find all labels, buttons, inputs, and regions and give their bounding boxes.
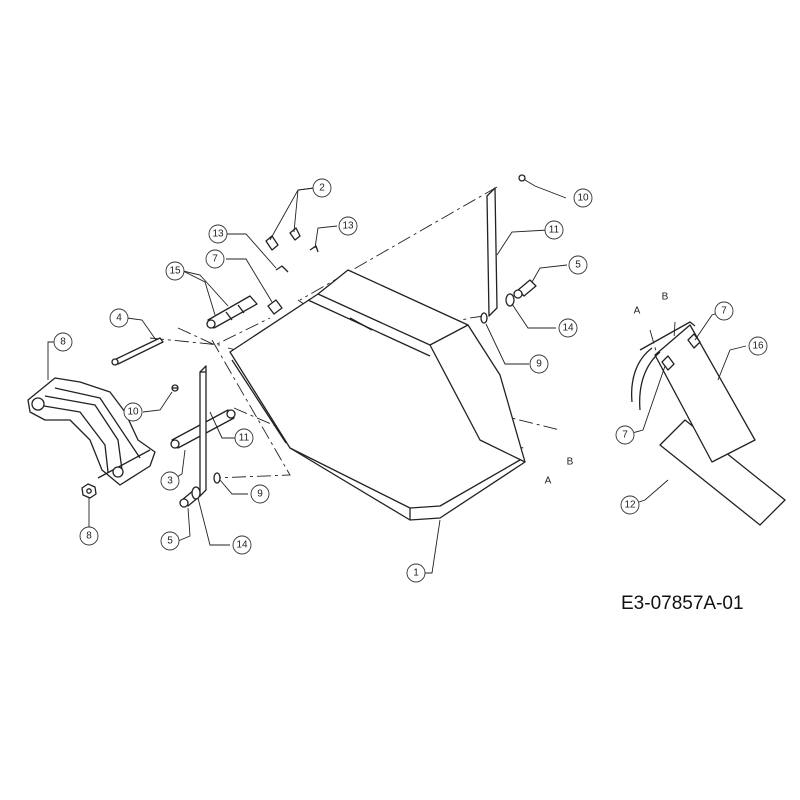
callout-1: 1 bbox=[406, 563, 426, 583]
callout-circle bbox=[568, 255, 588, 275]
callout-number: 3 bbox=[167, 476, 173, 487]
callout-11: 11 bbox=[234, 428, 254, 448]
callout-2: 2 bbox=[312, 178, 332, 198]
section-letter-b: B bbox=[662, 292, 669, 303]
callout-circle bbox=[714, 301, 734, 321]
chute-body bbox=[229, 269, 526, 521]
callout-number: 15 bbox=[169, 266, 181, 277]
callout-circle bbox=[748, 336, 768, 356]
callout-circle bbox=[558, 318, 578, 338]
callout-number: 8 bbox=[60, 337, 66, 348]
callout-8: 8 bbox=[79, 526, 99, 546]
callout-5: 5 bbox=[568, 255, 588, 275]
callout-7: 7 bbox=[714, 301, 734, 321]
callout-14: 14 bbox=[232, 535, 252, 555]
callout-circle bbox=[165, 261, 185, 281]
callout-circle bbox=[338, 216, 358, 236]
callout-circle bbox=[205, 249, 225, 269]
callout-number: 7 bbox=[721, 306, 727, 317]
callout-15: 15 bbox=[165, 261, 185, 281]
hardware bbox=[81, 174, 537, 508]
callout-number: 1 bbox=[413, 568, 419, 579]
callout-number: 7 bbox=[622, 430, 628, 441]
callout-14: 14 bbox=[558, 318, 578, 338]
callout-circle bbox=[615, 425, 635, 445]
callout-number: 11 bbox=[239, 433, 250, 444]
callout-number: 2 bbox=[319, 183, 325, 194]
callout-16: 16 bbox=[748, 336, 768, 356]
callout-4: 4 bbox=[109, 308, 129, 328]
callout-number: 9 bbox=[536, 359, 542, 370]
callout-7: 7 bbox=[205, 249, 225, 269]
section-letter-a: A bbox=[634, 306, 641, 317]
callout-circle bbox=[123, 402, 143, 422]
callout-5: 5 bbox=[160, 531, 180, 551]
callout-10: 10 bbox=[573, 188, 593, 208]
callout-number: 7 bbox=[212, 254, 218, 265]
callout-circle bbox=[160, 531, 180, 551]
callout-number: 8 bbox=[86, 531, 92, 542]
callout-circle bbox=[529, 354, 549, 374]
callout-circle bbox=[109, 308, 129, 328]
callout-13: 13 bbox=[338, 216, 358, 236]
callout-number: 4 bbox=[116, 313, 122, 324]
callout-13: 13 bbox=[208, 224, 228, 244]
callout-number: 10 bbox=[577, 193, 589, 204]
callout-number: 14 bbox=[562, 323, 574, 334]
callout-number: 5 bbox=[167, 536, 173, 547]
section-letter-a: A bbox=[545, 476, 552, 487]
section-letters: A B A B bbox=[545, 292, 669, 487]
callout-circle bbox=[53, 332, 73, 352]
callout-number: 12 bbox=[624, 500, 636, 511]
handle bbox=[27, 377, 156, 486]
callout-circle bbox=[160, 471, 180, 491]
callout-circle bbox=[544, 220, 564, 240]
callout-8: 8 bbox=[53, 332, 73, 352]
callout-number: 13 bbox=[212, 229, 224, 240]
callout-3: 3 bbox=[160, 471, 180, 491]
callout-circle bbox=[232, 535, 252, 555]
callout-number: 16 bbox=[752, 341, 764, 352]
callout-circle bbox=[79, 526, 99, 546]
callout-circle bbox=[312, 178, 332, 198]
callout-circle bbox=[573, 188, 593, 208]
callout-12: 12 bbox=[620, 495, 640, 515]
section-letter-b: B bbox=[567, 457, 574, 468]
callout-11: 11 bbox=[544, 220, 564, 240]
detail-view bbox=[630, 321, 786, 526]
callout-7: 7 bbox=[615, 425, 635, 445]
callout-circle bbox=[406, 563, 426, 583]
callout-10: 10 bbox=[123, 402, 143, 422]
callout-circle bbox=[250, 484, 270, 504]
callout-number: 10 bbox=[127, 407, 139, 418]
callout-circle bbox=[208, 224, 228, 244]
callout-number: 14 bbox=[236, 540, 248, 551]
callout-9: 9 bbox=[529, 354, 549, 374]
callout-number: 9 bbox=[257, 489, 263, 500]
callout-circle bbox=[234, 428, 254, 448]
callout-9: 9 bbox=[250, 484, 270, 504]
callout-circle bbox=[620, 495, 640, 515]
callout-number: 11 bbox=[549, 225, 560, 236]
drawing-code: E3-07857A-01 bbox=[621, 593, 744, 614]
callout-number: 5 bbox=[575, 260, 581, 271]
callout-number: 13 bbox=[342, 221, 354, 232]
